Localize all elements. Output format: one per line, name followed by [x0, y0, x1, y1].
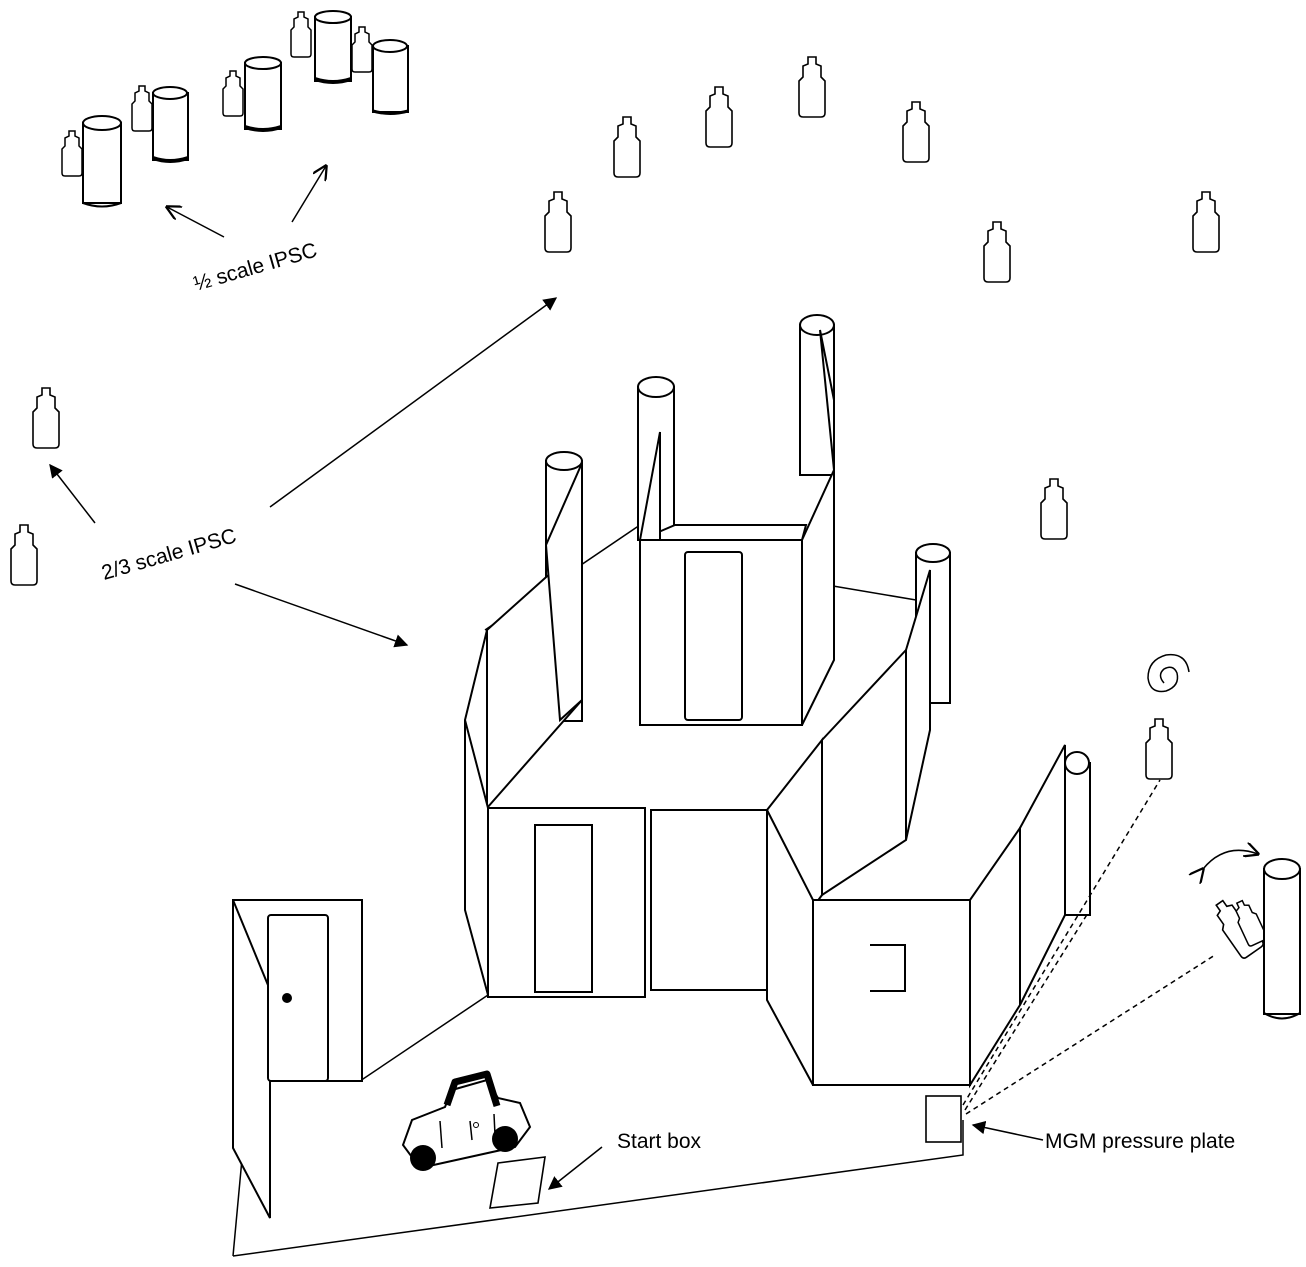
- pressure-plate-label: MGM pressure plate: [1045, 1130, 1235, 1153]
- trip-line: [964, 912, 1089, 1111]
- car: [401, 1070, 532, 1171]
- ipsc-target: [902, 101, 930, 163]
- half-scale-arrow-right: [291, 166, 326, 223]
- ipsc-target: [1192, 191, 1220, 253]
- two-thirds-label: 2/3 scale IPSC: [99, 524, 239, 584]
- ipsc-target: [983, 221, 1011, 283]
- two-thirds-arrow-right: [234, 583, 409, 648]
- half-scale-label-group: ½ scale IPSC: [167, 166, 326, 296]
- trip-line: [962, 779, 1161, 1106]
- ipsc-target: [705, 86, 733, 148]
- two-thirds-arrow-diagonal: [269, 297, 558, 508]
- door-knob: [282, 993, 292, 1003]
- start-box-label: Start box: [617, 1130, 702, 1153]
- column-far-right: [1064, 751, 1091, 916]
- rotate-arrow-icon: [1203, 850, 1258, 869]
- back-room-door: [684, 551, 743, 721]
- door-panel-open: [232, 899, 271, 1219]
- car-wheel: [492, 1126, 518, 1152]
- barrel-1: [82, 115, 122, 208]
- car-wheel: [410, 1145, 436, 1171]
- pivot-target: [1203, 850, 1301, 1020]
- pressure-plate-box: [925, 1095, 962, 1143]
- ipsc-target: [32, 387, 60, 449]
- spiral-icon: [1147, 653, 1190, 693]
- pressure-plate-arrow: [971, 1120, 1044, 1141]
- two-thirds-arrow-up: [49, 463, 96, 524]
- front-wall-door: [534, 824, 593, 993]
- half-scale-label: ½ scale IPSC: [191, 239, 320, 296]
- ipsc-target: [798, 56, 826, 118]
- trip-line: [965, 954, 1216, 1115]
- swinger-target: [1145, 653, 1190, 780]
- barrel-5: [372, 39, 409, 115]
- pressure-plate: MGM pressure plate: [925, 779, 1235, 1153]
- ipsc-target: [1040, 478, 1068, 540]
- ipsc-target: [10, 524, 38, 586]
- ipsc-target: [613, 116, 641, 178]
- walls: [232, 329, 1066, 1219]
- window-opening: [870, 944, 906, 992]
- front-wall-right: [812, 899, 971, 1086]
- start-box-arrow: [547, 1146, 603, 1190]
- ipsc-target: [544, 191, 572, 253]
- barrel-3: [244, 56, 282, 132]
- barrel-4: [314, 10, 352, 84]
- pivot-barrel: [1263, 868, 1301, 1015]
- two-thirds-scale-targets: [10, 56, 1220, 586]
- front-wall-middle: [650, 809, 768, 991]
- barrel-2: [152, 86, 189, 163]
- half-scale-target-cluster: [61, 10, 409, 208]
- start-box: Start box: [489, 1130, 702, 1209]
- half-scale-arrow-left: [167, 207, 225, 238]
- door: [267, 914, 329, 1082]
- two-thirds-label-group: 2/3 scale IPSC: [49, 297, 558, 648]
